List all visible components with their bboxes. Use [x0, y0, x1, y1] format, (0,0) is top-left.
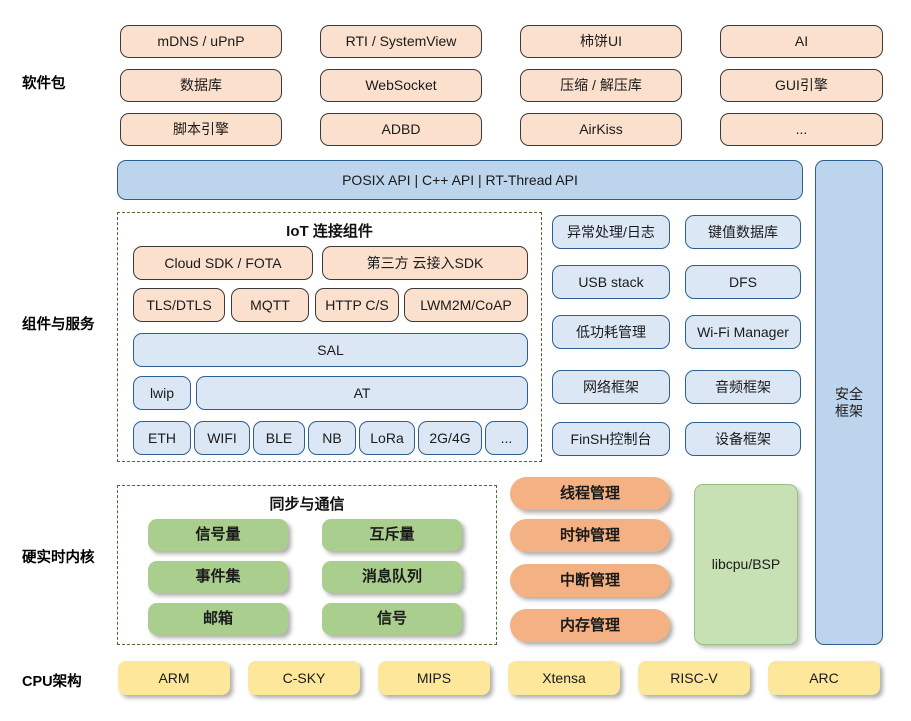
kernel-sync-box[interactable]: 事件集	[148, 561, 288, 593]
component-box[interactable]: 网络框架	[552, 370, 670, 404]
software-package-box[interactable]: 脚本引擎	[120, 113, 282, 146]
software-package-box[interactable]: ADBD	[320, 113, 482, 146]
software-package-box[interactable]: 柿饼UI	[520, 25, 682, 58]
kernel-management-box[interactable]: 中断管理	[510, 564, 670, 597]
kernel-sync-box[interactable]: 信号	[322, 603, 462, 635]
software-package-box[interactable]: mDNS / uPnP	[120, 25, 282, 58]
kernel-management-box[interactable]: 内存管理	[510, 609, 670, 642]
kernel-management-box[interactable]: 线程管理	[510, 477, 670, 510]
kernel-sync-box[interactable]: 邮箱	[148, 603, 288, 635]
row-label-hard-realtime-kernel: 硬实时内核	[22, 550, 95, 566]
cpu-arch-box[interactable]: ARC	[768, 661, 880, 695]
iot-group-title: IoT 连接组件	[286, 223, 373, 240]
component-box[interactable]: 键值数据库	[685, 215, 801, 249]
iot-box[interactable]: Cloud SDK / FOTA	[133, 246, 313, 280]
component-box[interactable]: FinSH控制台	[552, 422, 670, 456]
component-box[interactable]: 设备框架	[685, 422, 801, 456]
row-label-cpu-architecture: CPU架构	[22, 674, 82, 690]
iot-connectivity-group	[117, 212, 542, 462]
software-package-box[interactable]: 压缩 / 解压库	[520, 69, 682, 102]
row-label-software-packages: 软件包	[22, 76, 66, 92]
software-package-box[interactable]: RTI / SystemView	[320, 25, 482, 58]
sync-communication-group	[117, 485, 497, 645]
iot-phy-box[interactable]: 2G/4G	[418, 421, 482, 455]
iot-box[interactable]: HTTP C/S	[315, 288, 399, 322]
software-package-box[interactable]: AI	[720, 25, 883, 58]
sync-group-title: 同步与通信	[269, 496, 345, 513]
software-package-box[interactable]: AirKiss	[520, 113, 682, 146]
iot-phy-box[interactable]: WIFI	[194, 421, 250, 455]
lwip-box[interactable]: lwip	[133, 376, 191, 410]
iot-phy-box[interactable]: NB	[308, 421, 356, 455]
cpu-arch-box[interactable]: MIPS	[378, 661, 490, 695]
iot-phy-box[interactable]: LoRa	[359, 421, 415, 455]
kernel-sync-box[interactable]: 信号量	[148, 519, 288, 551]
iot-box[interactable]: LWM2M/CoAP	[404, 288, 528, 322]
component-box[interactable]: 异常处理/日志	[552, 215, 670, 249]
sal-box[interactable]: SAL	[133, 333, 528, 367]
iot-box[interactable]: 第三方 云接入SDK	[322, 246, 528, 280]
software-package-box[interactable]: GUI引擎	[720, 69, 883, 102]
component-box[interactable]: USB stack	[552, 265, 670, 299]
cpu-arch-box[interactable]: C-SKY	[248, 661, 360, 695]
software-package-box[interactable]: WebSocket	[320, 69, 482, 102]
cpu-arch-box[interactable]: ARM	[118, 661, 230, 695]
component-box[interactable]: Wi-Fi Manager	[685, 315, 801, 349]
iot-box[interactable]: TLS/DTLS	[133, 288, 225, 322]
cpu-arch-box[interactable]: Xtensa	[508, 661, 620, 695]
iot-phy-box[interactable]: ETH	[133, 421, 191, 455]
component-box[interactable]: 低功耗管理	[552, 315, 670, 349]
row-label-components-services: 组件与服务	[22, 317, 95, 333]
kernel-sync-box[interactable]: 消息队列	[322, 561, 462, 593]
component-box[interactable]: DFS	[685, 265, 801, 299]
at-box[interactable]: AT	[196, 376, 528, 410]
software-package-box[interactable]: 数据库	[120, 69, 282, 102]
api-bar[interactable]: POSIX API | C++ API | RT-Thread API	[117, 160, 803, 200]
libcpu-bsp-box[interactable]: libcpu/BSP	[694, 484, 798, 645]
cpu-arch-box[interactable]: RISC-V	[638, 661, 750, 695]
kernel-management-box[interactable]: 时钟管理	[510, 519, 670, 552]
component-box[interactable]: 音频框架	[685, 370, 801, 404]
kernel-sync-box[interactable]: 互斥量	[322, 519, 462, 551]
security-framework-box[interactable]: 安全 框架	[815, 160, 883, 645]
software-package-box[interactable]: ...	[720, 113, 883, 146]
iot-phy-box[interactable]: ...	[485, 421, 528, 455]
iot-phy-box[interactable]: BLE	[253, 421, 305, 455]
iot-box[interactable]: MQTT	[231, 288, 309, 322]
